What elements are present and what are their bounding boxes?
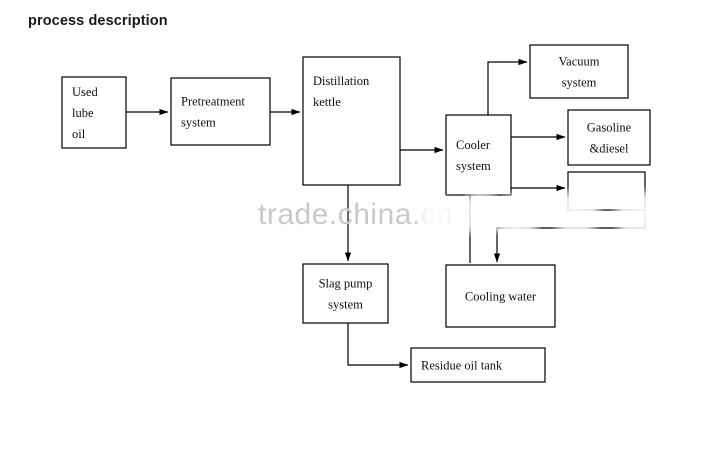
flow-node-label-cooler: Cooler: [456, 138, 491, 152]
flow-node-label-used_lube_oil: lube: [72, 106, 94, 120]
flow-node-box-slag_pump: [302, 263, 389, 324]
flow-node-box-cooler: [445, 114, 512, 196]
flow-node-label-slag_pump: Slag pump: [319, 277, 373, 291]
flow-edge-cooler-to-vacuum: [487, 58, 528, 115]
flow-node-cooling_water[interactable]: Cooling water: [445, 264, 556, 328]
flow-node-box-residue_oil: [410, 347, 546, 383]
flow-node-label-pretreatment: system: [181, 116, 216, 130]
flow-node-box-third_product: [567, 171, 646, 211]
flow-node-vacuum[interactable]: Vacuum system: [529, 44, 629, 99]
flow-node-distillation[interactable]: Distillation kettle: [302, 56, 401, 186]
flow-edge-third-to-coolingwater: [493, 210, 646, 263]
flow-node-used_lube_oil[interactable]: Used lube oil: [61, 76, 127, 149]
flow-node-label-distillation: kettle: [313, 95, 341, 109]
flow-edge-slag-to-residue: [347, 323, 409, 369]
flow-node-label-used_lube_oil: Used: [72, 85, 98, 99]
flow-node-box-gasoline_diesel: [567, 109, 651, 166]
flow-node-label-distillation: Distillation: [313, 74, 370, 88]
flow-node-label-residue_oil: Residue oil tank: [421, 359, 503, 373]
flow-node-box-vacuum: [529, 44, 629, 99]
flow-node-box-cooling_water: [445, 264, 556, 328]
flow-node-box-distillation: [302, 56, 401, 186]
flow-node-label-cooling_water: Cooling water: [465, 290, 537, 304]
flow-node-box-used_lube_oil: [61, 76, 127, 149]
flow-node-gasoline_diesel[interactable]: Gasoline&diesel: [567, 109, 651, 166]
flow-node-cooler[interactable]: Cooler system: [445, 114, 512, 196]
flow-node-label-used_lube_oil: oil: [72, 127, 86, 141]
flow-node-label-gasoline_diesel: &diesel: [590, 142, 629, 156]
flow-node-label-cooler: system: [456, 159, 491, 173]
flow-node-slag_pump[interactable]: Slag pump system: [302, 263, 389, 324]
flow-node-label-vacuum: Vacuum: [559, 55, 600, 69]
flow-node-residue_oil[interactable]: Residue oil tank: [410, 347, 546, 383]
flow-node-label-gasoline_diesel: Gasoline: [587, 121, 632, 135]
flow-node-label-vacuum: system: [562, 76, 597, 90]
flow-node-third_product[interactable]: [567, 171, 646, 211]
page-title: process description: [28, 13, 168, 29]
flow-node-label-slag_pump: system: [328, 298, 363, 312]
flow-nodes-layer: Used lube oil Pretreatment system Distillatio…: [61, 44, 651, 383]
flow-node-box-pretreatment: [170, 77, 271, 146]
flow-node-pretreatment[interactable]: Pretreatment system: [170, 77, 271, 146]
flow-node-label-pretreatment: Pretreatment: [181, 95, 245, 109]
